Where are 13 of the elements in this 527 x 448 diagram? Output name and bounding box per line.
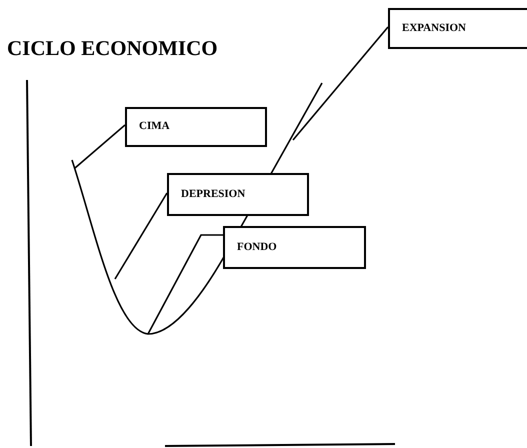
leader-line [74,124,126,169]
box-label: CIMA [139,120,171,134]
leader-line [147,234,223,334]
label-box [388,8,527,49]
box-label: DEPRESION [181,188,246,202]
box-label: EXPANSION [402,22,467,36]
box-label: FONDO [237,240,278,254]
label-box [125,107,267,147]
label-box [167,173,309,216]
label-box [223,226,366,269]
leader-line [292,26,389,141]
leader-line [114,192,168,280]
diagram-title: CICLO ECONOMICO [7,38,218,59]
